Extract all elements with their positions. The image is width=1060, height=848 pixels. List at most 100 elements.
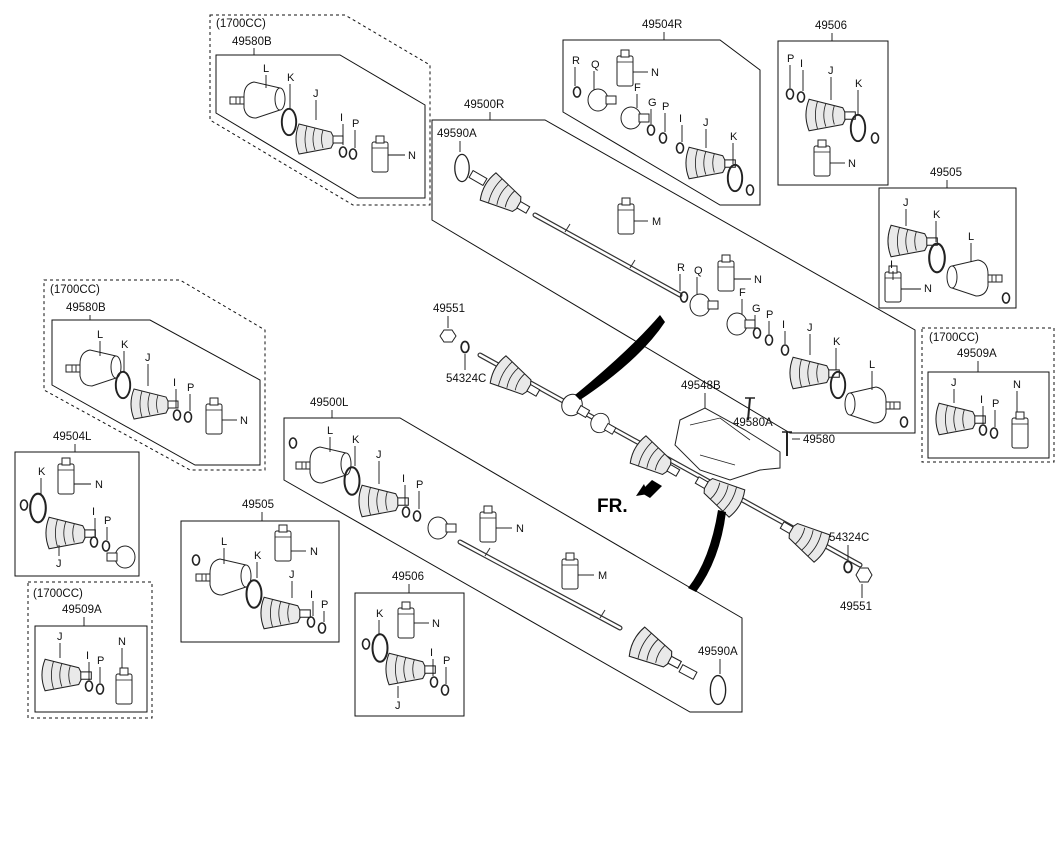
letter-label: I [402,473,405,485]
cv-housing-icon [229,81,286,119]
grease-tube-icon [479,505,497,543]
grease-tube-icon [813,139,831,177]
letter-label: I [679,113,682,125]
boot-band-icon [29,492,47,524]
clip-icon [989,427,999,439]
group-49580b-top: (1700CC) 49580B L K J I P N [209,14,431,206]
group-49580b-left: (1700CC) 49580B L K J I P N [43,279,266,471]
letter-label: I [86,650,89,662]
letter-label: F [634,82,641,94]
clip-icon [978,424,988,436]
boot-band-icon [245,579,263,609]
part-code: 49580B [232,36,272,48]
letter-label: N [1013,379,1021,391]
clip-icon [780,344,790,356]
clip-icon [338,146,348,158]
clip-icon [658,132,668,144]
letter-label: P [443,655,450,667]
group-49500l: 49500L 49590A L K J I P N M [283,397,743,713]
group-49500r-frame [431,119,916,434]
clip-icon [172,409,182,421]
cv-housing-icon [844,386,901,424]
letter-label: P [662,101,669,113]
group-49500l-frame [283,417,743,713]
letter-label: I [980,394,983,406]
letter-label: G [648,97,657,109]
letter-label: P [787,53,794,65]
letter-label: Q [694,265,703,277]
group-49506-top: 49506 P I J K N [777,20,889,186]
snap-ring-icon [572,86,582,98]
grease-tube-icon [115,667,133,705]
washer-icon [460,340,470,354]
letter-label: J [145,352,151,364]
letter-label: N [754,274,762,286]
clip-icon [752,327,762,339]
group-49580b-top-dashed-frame [209,14,431,206]
letter-label: J [703,117,709,129]
letter-label: P [352,118,359,130]
clip-icon [95,683,105,695]
letter-label: G [752,303,761,315]
letter-label: N [118,636,126,648]
connector-line [688,510,726,592]
group-49504l: 49504L K N I P J [14,431,140,577]
part-code: 49509A [957,348,997,360]
clip-icon [440,684,450,696]
letter-label: I [92,506,95,518]
tone-ring-code: 49590A [437,128,477,140]
callout-label: 49551 [433,303,465,315]
nut-icon [855,567,873,583]
letter-label: K [121,339,129,351]
group-49504r-frame [562,39,761,206]
group-49509a-left-dashed-frame [27,581,153,719]
clip-icon [899,416,909,428]
nut-icon [439,329,457,343]
part-code: 49505 [242,499,274,511]
letter-label: N [310,546,318,558]
letter-label: P [766,309,773,321]
group-49505-left: 49505 L K N J I P [180,499,340,643]
group-49506-bottom-frame [354,592,465,717]
letter-label: I [173,377,176,389]
boot-band-icon [343,466,361,496]
letter-label: J [376,449,382,461]
connector-line [575,315,665,400]
part-code: 49509A [62,604,102,616]
letter-label: K [933,209,941,221]
boot-icon [295,123,344,155]
clip-icon [191,554,201,566]
tripod-joint-icon [689,293,719,317]
tone-ring-code: 49590A [698,646,738,658]
part-code: 49500R [464,99,504,111]
letter-label: J [289,569,295,581]
bearing-icon [620,106,650,130]
letter-label: K [833,336,841,348]
letter-label: L [327,425,333,437]
letter-label: I [430,647,433,659]
grease-tube-icon [617,197,635,235]
group-49500r: 49500R 49590A M R Q N F G P I J K L [431,99,916,434]
letter-label: L [263,63,269,75]
letter-label: I [890,259,893,271]
part-code: 49506 [815,20,847,32]
letter-label: J [903,197,909,209]
letter-label: J [828,65,834,77]
letter-label: K [376,608,384,620]
letter-label: J [56,558,62,570]
part-code: 49505 [930,167,962,179]
front-direction-label: FR. [597,496,628,517]
group-49504l-frame [14,451,140,577]
tripod-joint-icon [106,545,136,569]
clip-icon [84,680,94,692]
part-code: 49580B [66,302,106,314]
grease-tube-icon [371,135,389,173]
variant-label: (1700CC) [50,284,100,296]
clip-icon [401,506,411,518]
cv-housing-icon [65,349,122,387]
letter-label: K [38,466,46,478]
grease-tube-icon [57,457,75,495]
letter-label: M [598,570,607,582]
bracket-icon [674,407,781,481]
